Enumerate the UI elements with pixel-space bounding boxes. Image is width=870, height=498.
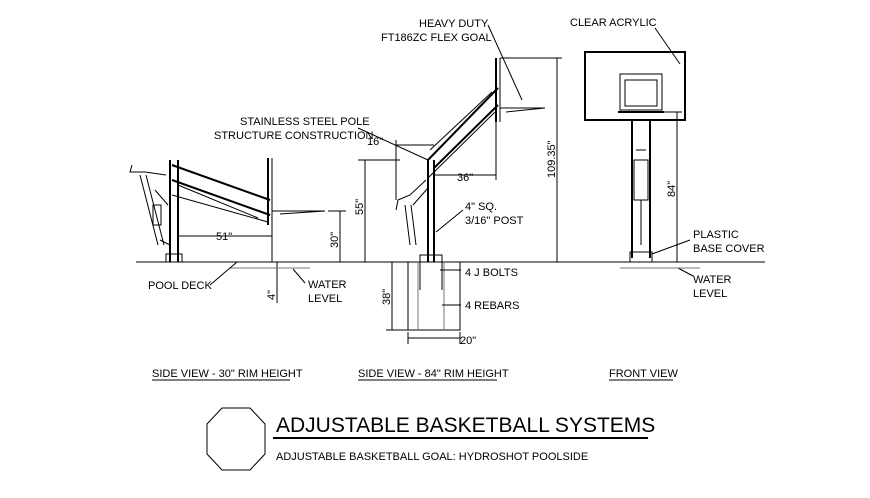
dim-51: 51"	[216, 231, 232, 243]
caption-side-84: SIDE VIEW - 84" RIM HEIGHT	[358, 368, 509, 380]
label-j-bolts: 4 J BOLTS	[465, 267, 518, 279]
caption-front: FRONT VIEW	[609, 368, 678, 380]
dim-30: 30"	[329, 232, 341, 248]
front-view-drawing	[584, 27, 700, 277]
label-pool-deck: POOL DECK	[148, 280, 212, 292]
label-clear-acrylic: CLEAR ACRYLIC	[570, 17, 657, 29]
dimension-labels: 51" 30" 4" 16" 36" 55" 109.35" 38" 20" 8…	[216, 136, 678, 347]
label-heavy-duty-1: HEAVY DUTY	[419, 18, 489, 30]
side-view-84-drawing	[357, 24, 562, 344]
label-water-front-2: LEVEL	[693, 288, 727, 300]
title-block: ADJUSTABLE BASKETBALL SYSTEMS ADJUSTABLE…	[206, 407, 655, 471]
label-plastic-1: PLASTIC	[693, 229, 739, 241]
dim-55: 55"	[354, 199, 366, 215]
label-heavy-duty-2: FT186ZC FLEX GOAL	[381, 32, 492, 44]
side-view-30-drawing	[129, 158, 346, 303]
dim-109: 109.35"	[546, 140, 558, 178]
view-captions: SIDE VIEW - 30" RIM HEIGHT SIDE VIEW - 8…	[152, 368, 678, 381]
dim-36: 36"	[457, 172, 473, 184]
dim-16: 16"	[367, 136, 383, 148]
drawing-title: ADJUSTABLE BASKETBALL SYSTEMS	[276, 414, 655, 437]
label-water-front-1: WATER	[693, 274, 732, 286]
label-water-2: LEVEL	[308, 293, 342, 305]
dim-38: 38"	[381, 289, 393, 305]
drawing-subtitle: ADJUSTABLE BASKETBALL GOAL: HYDROSHOT PO…	[276, 451, 588, 463]
label-post-2: 3/16" POST	[465, 215, 524, 227]
dim-84: 84"	[666, 181, 678, 197]
label-stainless-2: STRUCTURE CONSTRUCTION	[214, 130, 374, 142]
label-plastic-2: BASE COVER	[693, 243, 765, 255]
dim-4: 4"	[266, 290, 278, 300]
octagon-symbol	[206, 407, 266, 471]
label-water-1: WATER	[308, 279, 347, 291]
annotation-labels: HEAVY DUTY FT186ZC FLEX GOAL STAINLESS S…	[148, 17, 765, 312]
label-post-1: 4" SQ.	[465, 201, 497, 213]
dim-20: 20"	[460, 335, 476, 347]
label-stainless-1: STAINLESS STEEL POLE	[240, 116, 370, 128]
label-rebars: 4 REBARS	[465, 300, 519, 312]
caption-side-30: SIDE VIEW - 30" RIM HEIGHT	[152, 368, 303, 380]
